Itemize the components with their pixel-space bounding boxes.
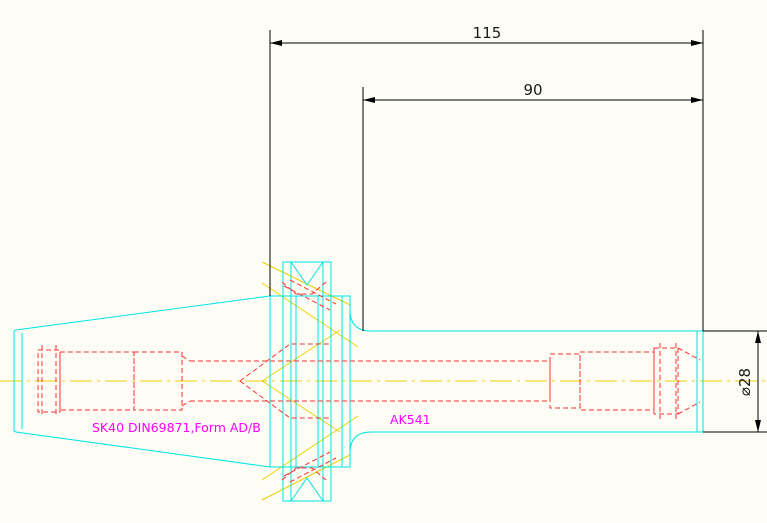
dim-shank-length: 90: [523, 81, 542, 99]
part-code-note: AK541: [390, 412, 431, 427]
part-outline: [13, 261, 704, 502]
holder-spec-note: SK40 DIN69871,Form AD/B: [92, 420, 261, 435]
hidden-features: [37, 279, 701, 483]
dimensions: [269, 30, 767, 433]
dim-overall-length: 115: [473, 24, 502, 42]
dim-diameter: ⌀28: [736, 368, 754, 396]
centerline: [0, 261, 767, 501]
